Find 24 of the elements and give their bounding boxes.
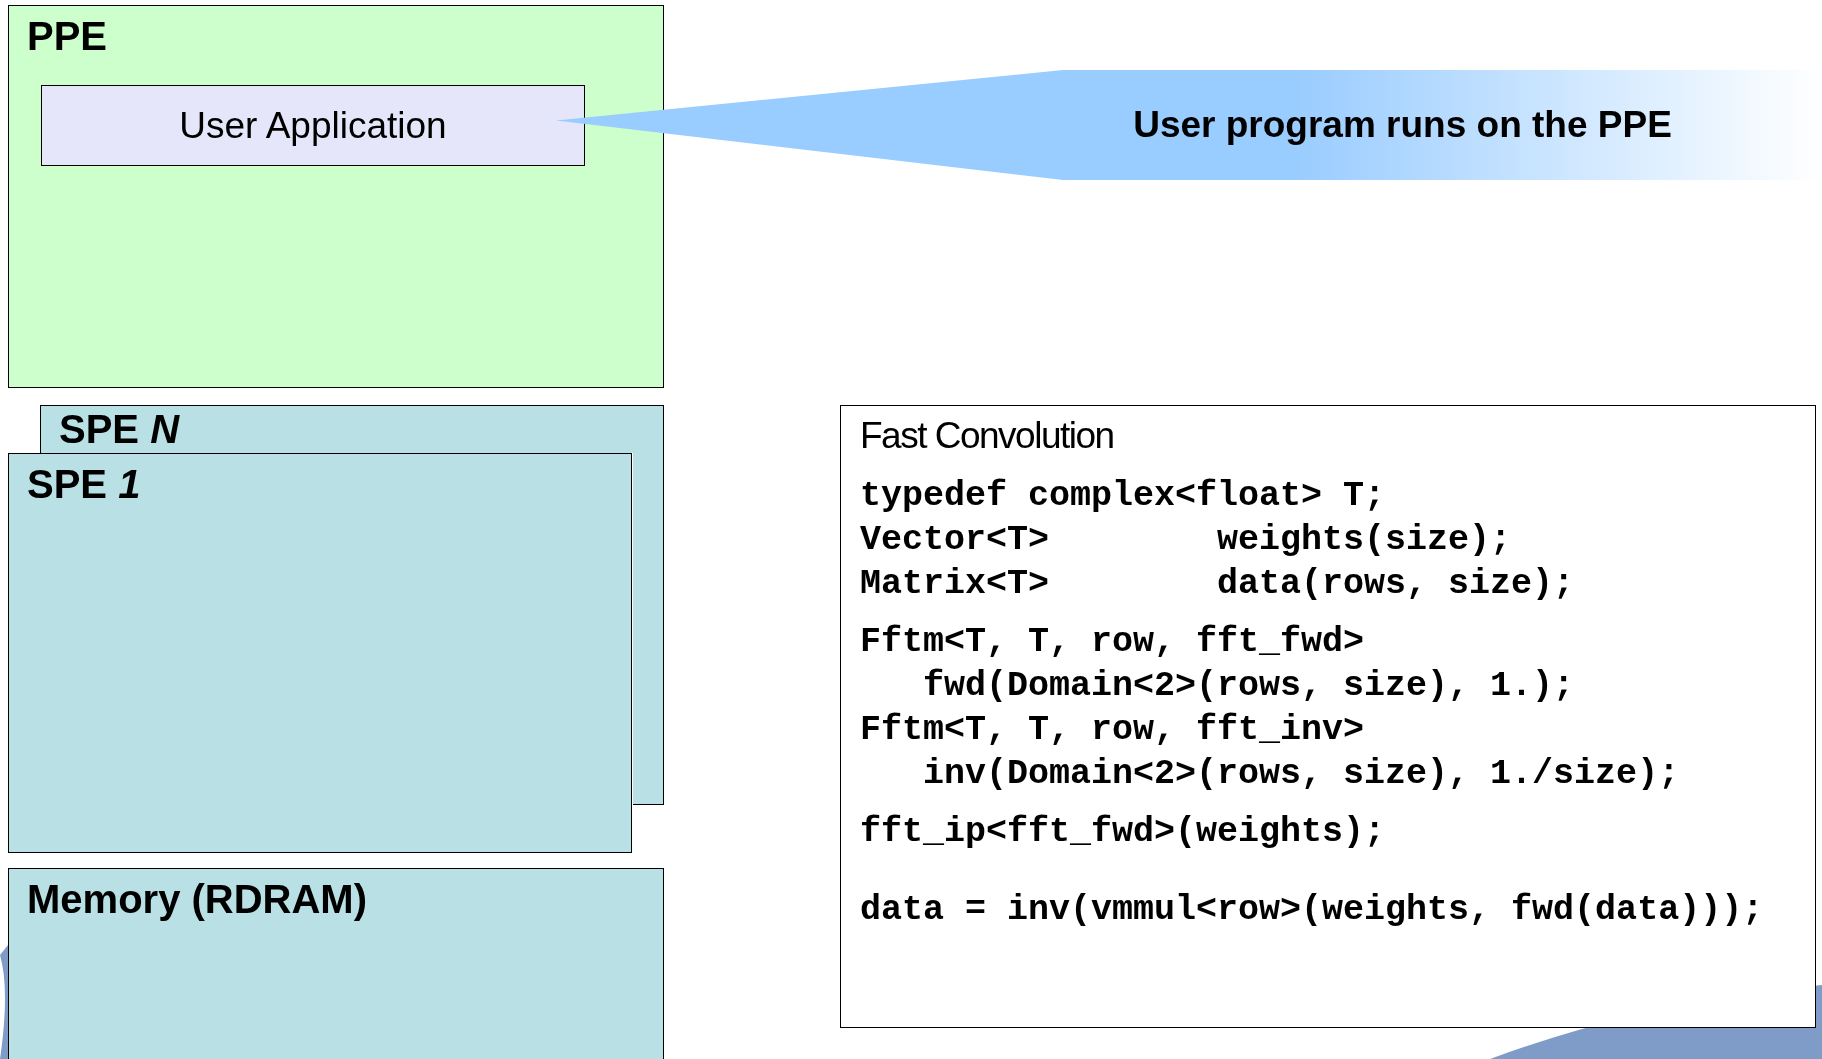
box-title: SPE N <box>59 406 180 452</box>
code-line: typedef complex<float> T; <box>860 475 1386 518</box>
callout-text: User program runs on the PPE <box>1133 103 1672 148</box>
box-title: Memory (RDRAM) <box>27 876 367 923</box>
box-title: PPE <box>27 13 108 60</box>
code-line: Fftm<T, T, row, fft_fwd> <box>860 621 1365 664</box>
panel-title: Fast Convolution <box>860 414 1114 458</box>
callout-pointer <box>556 70 1063 180</box>
processor-box <box>8 5 664 388</box>
memory-box <box>8 868 664 1059</box>
application-box <box>41 85 585 166</box>
processor-box <box>40 405 664 453</box>
code-line: fft_ip<fft_fwd>(weights); <box>860 811 1386 854</box>
code-line: Vector<T> weights(size); <box>860 519 1512 562</box>
processor-box <box>8 453 632 853</box>
stacked-card-edge <box>633 453 664 805</box>
box-title: SPE 1 <box>27 461 141 508</box>
code-panel <box>840 405 1816 1028</box>
box-label: User Application <box>179 103 447 148</box>
code-line: inv(Domain<2>(rows, size), 1./size); <box>922 753 1680 796</box>
code-line: Fftm<T, T, row, fft_inv> <box>860 709 1365 752</box>
code-line: data = inv(vmmul<row>(weights, fwd(data))); <box>860 889 1764 932</box>
code-line: Matrix<T> data(rows, size); <box>860 563 1575 606</box>
code-line: fwd(Domain<2>(rows, size), 1.); <box>922 665 1575 708</box>
